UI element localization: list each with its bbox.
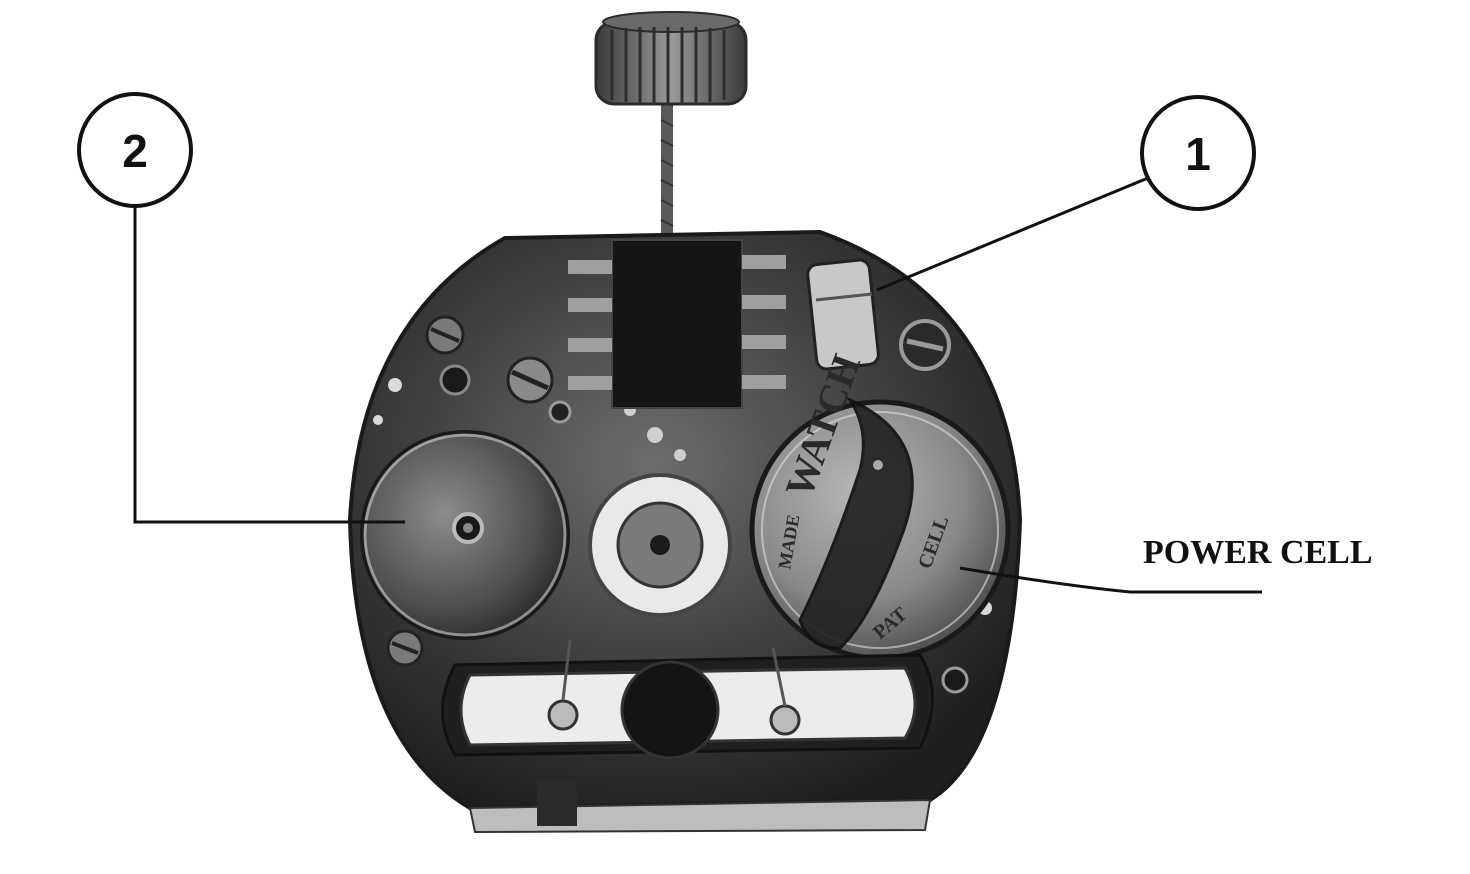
callout-number-2: 2	[122, 125, 148, 177]
leader-line-2	[133, 208, 405, 524]
rotor-wheel	[588, 473, 732, 617]
power-cell-label: POWER CELL	[1143, 534, 1373, 571]
crown	[594, 11, 748, 106]
callout-circle-2	[77, 92, 193, 208]
leader-line-1	[876, 176, 1149, 292]
bottom-bridge	[441, 639, 934, 760]
quartz-crystal	[806, 258, 880, 371]
crown-stem	[660, 92, 674, 252]
ic-chip	[568, 239, 786, 409]
callout-1: 1	[1140, 95, 1256, 211]
leader-line-power-cell	[959, 566, 1262, 594]
leader-lines	[133, 176, 1262, 594]
callout-number-1: 1	[1185, 128, 1211, 180]
stepping-motor-coil	[360, 430, 570, 640]
screws	[386, 315, 951, 667]
callout-2: 2	[77, 92, 193, 208]
callout-circle-1	[1140, 95, 1256, 211]
